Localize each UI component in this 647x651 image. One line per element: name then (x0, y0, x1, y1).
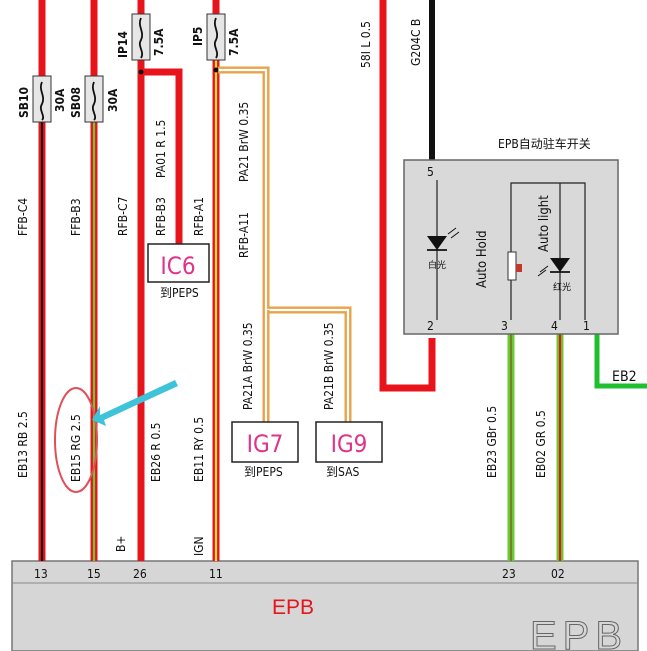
fuse-ip14-name: IP14 (116, 31, 130, 58)
led-white-icon (427, 227, 460, 251)
label-eb23: EB23 GBr 0.5 (485, 406, 499, 478)
label-pa01: PA01 R 1.5 (154, 120, 168, 178)
connector-ic6: IC6 到PEPS (147, 243, 210, 300)
epb-pin-26: 26 (133, 567, 147, 581)
label-eb13: EB13 RB 2.5 (16, 411, 30, 478)
fuse-sb10-rating: 30A (53, 88, 67, 112)
connector-ic6-name: IC6 (160, 252, 195, 280)
epb-pin-15: 15 (87, 567, 101, 581)
label-58i: 58I L 0.5 (359, 21, 373, 68)
label-ign: IGN (192, 536, 206, 556)
switch-led-white-label: 白光 (428, 259, 446, 271)
label-rfb-a1: RFB-A1 (192, 197, 206, 236)
epb-module-watermark: EPB (530, 614, 628, 651)
fuse-ip5-rating: 7.5A (227, 28, 241, 56)
epb-module-label: EPB (272, 596, 314, 619)
connector-ig7: IG7 到PEPS (231, 421, 299, 479)
label-ffb-b3: FFB-B3 (69, 198, 83, 236)
switch-pin-3: 3 (501, 319, 508, 333)
label-eb11: EB11 RY 0.5 (192, 417, 206, 482)
epb-pin-02: 02 (551, 567, 565, 581)
switch-pin-4: 4 (551, 319, 558, 333)
switch-pin-1: 1 (583, 319, 590, 333)
wire-pa21 (218, 66, 352, 422)
switch-led-red-label: 红光 (553, 281, 571, 293)
fuse-ip5-name: IP5 (191, 27, 205, 46)
annotation-arrow-icon (92, 380, 178, 426)
wire-eb2x (594, 334, 647, 389)
switch-pin-5: 5 (427, 165, 434, 179)
epb-pin-11: 11 (209, 567, 223, 581)
fuse-sb08-rating: 30A (106, 88, 120, 112)
fuse-sb08-name: SB08 (69, 87, 83, 118)
connector-ic6-target: 到PEPS (160, 286, 199, 300)
wire-58i (379, 0, 436, 392)
label-rfb-a11: RFB-A11 (237, 212, 251, 258)
fuse-sb10-name: SB10 (17, 87, 31, 118)
label-eb26: EB26 R 0.5 (149, 423, 163, 482)
connector-ig7-target: 到PEPS (244, 465, 283, 479)
fuse-sb10: SB10 30A (17, 75, 67, 123)
fuse-ip14: IP14 7.5A (116, 13, 166, 61)
connector-ig7-name: IG7 (247, 430, 284, 458)
led-red-icon (537, 258, 570, 277)
fuse-sb08: SB08 30A (69, 75, 120, 123)
label-bplus: B+ (114, 536, 128, 552)
label-ffb-c4: FFB-C4 (16, 198, 30, 236)
label-eb2x: EB2 (612, 369, 637, 385)
epb-pin-13: 13 (34, 567, 48, 581)
switch-label-auto-light: Auto light (537, 195, 552, 252)
label-pa21a: PA21A BrW 0.35 (241, 322, 255, 410)
fuse-ip5: IP5 7.5A (191, 13, 241, 61)
switch-pin-2: 2 (427, 319, 434, 333)
connector-ig9-target: 到SAS (326, 465, 359, 479)
connector-ig9-name: IG9 (331, 430, 368, 458)
label-eb15: EB15 RG 2.5 (69, 414, 83, 482)
epb-pin-23: 23 (502, 567, 516, 581)
connector-ig9: IG9 到SAS (315, 421, 383, 479)
wire-rfb-b3 (137, 0, 183, 561)
epb-module: EPB EPB (11, 560, 639, 651)
switch-label-auto-hold: Auto Hold (475, 231, 490, 289)
label-rfb-b3: RFB-B3 (154, 197, 168, 236)
fuse-ip14-rating: 7.5A (152, 28, 166, 56)
highlight-ellipse (54, 387, 98, 493)
label-g204c: G204C B (409, 19, 423, 66)
label-pa21: PA21 BrW 0.35 (237, 102, 251, 182)
label-pa21b: PA21B BrW 0.35 (322, 322, 336, 410)
label-rfb-c7: RFB-C7 (116, 197, 130, 236)
epb-auto-hold-switch: EPB自动驻车开关 Auto Hold Auto light 白光 红光 5 2 (403, 136, 619, 335)
label-eb02: EB02 GR 0.5 (534, 410, 548, 478)
switch-title: EPB自动驻车开关 (498, 136, 591, 151)
